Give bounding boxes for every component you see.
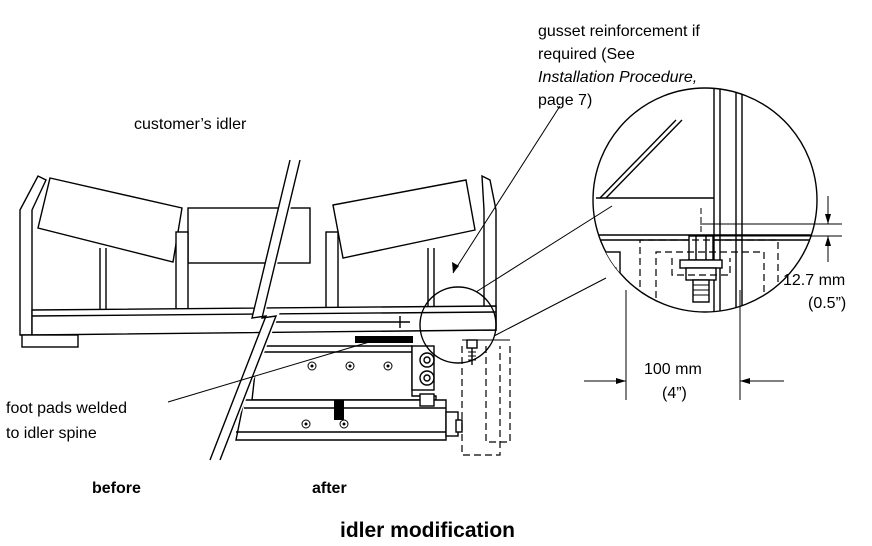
foot-pad	[355, 336, 413, 343]
right-wing-roller	[332, 179, 476, 259]
dimension-vertical-mm: 12.7 mm	[783, 272, 845, 289]
detail-connector-upper	[475, 205, 613, 293]
detail-callout-circle	[419, 286, 497, 364]
detail-circle	[592, 87, 818, 313]
gusset-label-line1: gusset reinforcement if	[538, 23, 700, 40]
gusset-label-line4: page 7)	[538, 92, 592, 109]
detail-connector-lower	[493, 277, 607, 337]
center-roller	[187, 207, 311, 264]
dimension-horizontal-in: (4”)	[662, 385, 687, 402]
before-label: before	[92, 480, 141, 497]
gusset-label-line3: Installation Procedure,	[538, 69, 697, 86]
left-end-bracket	[19, 175, 47, 336]
break-line	[209, 158, 302, 463]
diagram-caption: idler modification	[340, 519, 515, 542]
weigh-frame	[235, 339, 511, 456]
customer-idler-label: customer’s idler	[134, 116, 247, 133]
left-wing-roller	[37, 177, 183, 263]
after-label: after	[312, 480, 347, 497]
gusset-leader	[452, 105, 561, 274]
right-inner-post	[325, 231, 339, 311]
detail-view	[584, 87, 842, 400]
foot-pad-leader	[167, 339, 377, 403]
dimension-vertical-in: (0.5”)	[808, 295, 846, 312]
gusset-label-line2: required (See	[538, 46, 635, 63]
foot-pads-label-line1: foot pads welded	[6, 400, 127, 417]
dimension-horizontal-mm: 100 mm	[644, 361, 702, 378]
foot-pads-label-line2: to idler spine	[6, 425, 97, 442]
left-foot	[21, 334, 79, 348]
left-inner-post	[175, 231, 189, 311]
